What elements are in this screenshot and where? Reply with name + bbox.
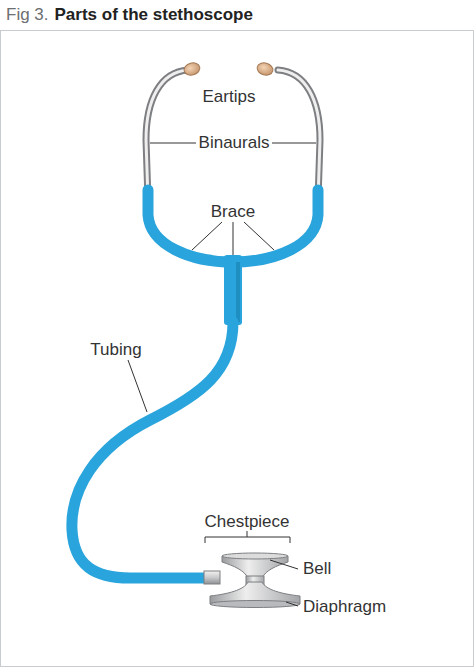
binaural-tubes: [146, 70, 320, 200]
part-label: Brace: [209, 202, 257, 222]
figure-frame: [1, 31, 474, 667]
part-label: Eartips: [201, 87, 258, 107]
part-label: Binaurals: [197, 133, 272, 153]
brace-stem-shade: [236, 262, 240, 322]
part-label: Chestpiece: [202, 512, 291, 532]
brace-stem: [224, 255, 242, 325]
figure-number: Fig 3.: [6, 5, 49, 25]
part-label: Tubing: [88, 340, 143, 360]
tubing: [72, 322, 233, 578]
part-label: Diaphragm: [301, 597, 388, 617]
part-label: Bell: [301, 559, 333, 579]
brace: [148, 190, 318, 262]
eartip: [183, 61, 202, 77]
chestpiece: [204, 553, 300, 608]
eartip: [256, 61, 275, 77]
figure-title: Parts of the stethoscope: [55, 5, 253, 25]
leader-lines: [128, 143, 316, 606]
figure-header: Fig 3. Parts of the stethoscope: [6, 5, 253, 25]
